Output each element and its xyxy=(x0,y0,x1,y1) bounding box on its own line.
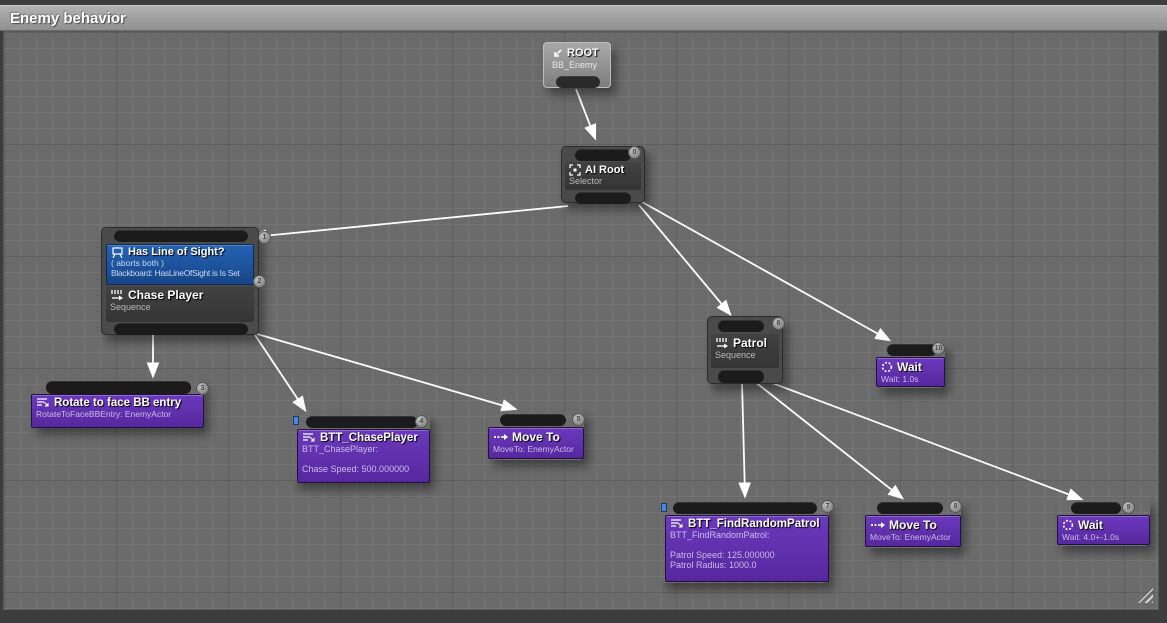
node-detail-2: Patrol Radius: 1000.0 xyxy=(670,560,757,570)
input-pin[interactable] xyxy=(575,149,631,161)
node-wait-1[interactable]: Wait Wait: 1.0s xyxy=(876,341,945,388)
input-pin[interactable] xyxy=(877,502,943,514)
node-title: BTT_ChasePlayer xyxy=(320,432,418,444)
task-icon xyxy=(302,432,316,444)
output-pin[interactable] xyxy=(718,370,764,383)
node-btt-findrandompatrol[interactable]: BTT_FindRandomPatrol BTT_FindRandomPatro… xyxy=(661,499,829,583)
node-subtitle: MoveTo: EnemyActor xyxy=(870,532,951,542)
execution-index-badge: 8 xyxy=(949,500,962,513)
output-pin[interactable] xyxy=(556,76,600,88)
node-subtitle: Wait: 4.0+-1.0s xyxy=(1062,532,1120,542)
graph-title: Enemy behavior xyxy=(10,9,126,27)
node-detail: Chase Speed: 500.000000 xyxy=(302,464,410,474)
execution-index-badge: 9 xyxy=(1122,501,1135,514)
output-pin[interactable] xyxy=(114,323,248,335)
wire-airoot-to-chase xyxy=(250,206,568,242)
execution-index-badge: 7 xyxy=(821,500,834,513)
input-pin[interactable] xyxy=(46,381,191,394)
decorator-title: Has Line of Sight? xyxy=(128,246,225,258)
wire-chase-to-moveto1 xyxy=(257,334,518,412)
task-icon xyxy=(670,518,684,530)
execution-index-badge: 1 xyxy=(258,231,271,244)
execution-index-badge: 4 xyxy=(415,415,428,428)
root-icon xyxy=(552,48,563,59)
input-pin[interactable] xyxy=(500,414,566,426)
moveto-icon xyxy=(870,520,885,530)
wire-patrol-to-moveto2 xyxy=(754,381,905,500)
selector-icon xyxy=(569,164,581,176)
node-title: Wait xyxy=(1078,518,1103,532)
node-subtitle: RotateToFaceBBEntry: EnemyActor xyxy=(36,409,172,419)
node-subtitle: BB_Enemy xyxy=(552,60,598,70)
input-pin[interactable] xyxy=(718,320,764,332)
node-title: Patrol xyxy=(733,336,768,350)
moveto-icon xyxy=(493,432,508,442)
input-pin[interactable] xyxy=(1071,502,1121,514)
node-wait-2[interactable]: Wait Wait: 4.0+-1.0s xyxy=(1057,499,1150,546)
input-pin[interactable] xyxy=(887,344,937,356)
input-pin[interactable] xyxy=(114,230,248,242)
wait-icon xyxy=(1062,519,1074,531)
node-chase-player[interactable]: Has Line of Sight? ( aborts both ) Black… xyxy=(101,227,259,335)
wire-airoot-to-patrol xyxy=(639,205,732,317)
decorator-icon xyxy=(111,247,124,258)
node-ai-root[interactable]: AI Root Selector xyxy=(561,146,645,204)
behavior-tree-canvas[interactable]: ROOT BB_Enemy AI Root Selector xyxy=(3,31,1159,610)
input-pin[interactable] xyxy=(673,502,817,514)
execution-index-badge: 5 xyxy=(572,413,585,426)
execution-index-badge: 2 xyxy=(253,275,266,288)
sequence-icon xyxy=(110,289,124,301)
node-title: Chase Player xyxy=(128,288,204,302)
blueprint-indicator-icon xyxy=(293,416,299,425)
decorator-condition: Blackboard: HasLineOfSight is Is Set xyxy=(111,268,240,278)
node-title: Rotate to face BB entry xyxy=(54,397,182,409)
node-move-to-1[interactable]: Move To MoveTo: EnemyActor xyxy=(488,411,584,460)
node-title: Move To xyxy=(512,430,560,444)
node-rotate-to-face-bb-entry[interactable]: Rotate to face BB entry RotateToFaceBBEn… xyxy=(31,379,204,428)
node-root[interactable]: ROOT BB_Enemy xyxy=(543,42,611,88)
wire-chase-to-bttchase xyxy=(255,335,307,413)
node-patrol[interactable]: Patrol Sequence xyxy=(707,316,783,384)
node-title: Move To xyxy=(889,518,937,532)
node-subtitle: MoveTo: EnemyActor xyxy=(493,444,574,454)
wait-icon xyxy=(881,361,893,373)
wire-patrol-to-bttfind xyxy=(738,382,751,499)
node-move-to-2[interactable]: Move To MoveTo: EnemyActor xyxy=(865,499,961,548)
node-subtitle: BTT_FindRandomPatrol: xyxy=(670,530,770,540)
node-subtitle: Wait: 1.0s xyxy=(881,374,919,384)
node-btt-chaseplayer[interactable]: BTT_ChasePlayer BTT_ChasePlayer: Chase S… xyxy=(293,413,430,483)
blueprint-indicator-icon xyxy=(661,503,667,512)
decorator-has-line-of-sight[interactable]: Has Line of Sight? ( aborts both ) Black… xyxy=(106,244,254,285)
node-subtitle: BTT_ChasePlayer: xyxy=(302,444,379,454)
resize-grip[interactable] xyxy=(1138,588,1153,603)
execution-index-badge: 3 xyxy=(196,382,209,395)
execution-index-badge: 0 xyxy=(628,146,641,159)
decorator-mode: ( aborts both ) xyxy=(111,258,164,268)
node-subtitle: Sequence xyxy=(715,350,756,360)
wire-patrol-to-wait2 xyxy=(764,380,1084,501)
execution-index-badge: 10 xyxy=(932,342,945,355)
input-pin[interactable] xyxy=(306,416,418,428)
task-icon xyxy=(36,397,50,409)
node-title: Wait xyxy=(897,360,922,374)
sequence-icon xyxy=(715,337,729,349)
node-detail: Patrol Speed: 125.000000 xyxy=(670,550,775,560)
wire-root-to-airoot xyxy=(576,89,596,141)
graph-title-bar[interactable]: Enemy behavior xyxy=(0,5,1167,31)
node-subtitle: Sequence xyxy=(110,302,151,312)
node-subtitle: Selector xyxy=(569,176,603,186)
execution-index-badge: 6 xyxy=(772,317,785,330)
node-title: AI Root xyxy=(585,164,625,176)
output-pin[interactable] xyxy=(575,192,631,204)
node-title: BTT_FindRandomPatrol xyxy=(688,518,820,530)
node-title: ROOT xyxy=(567,47,599,59)
